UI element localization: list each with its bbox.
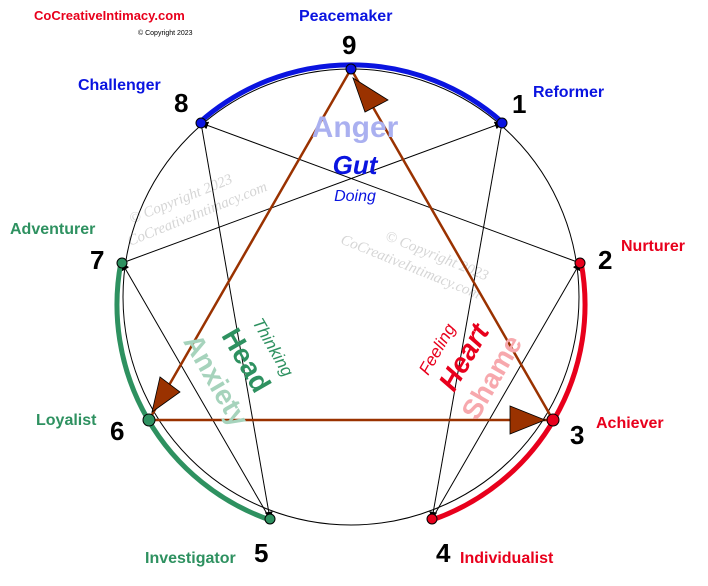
gut-mode-label: Doing xyxy=(334,188,376,205)
point-7-name: Adventurer xyxy=(10,221,95,238)
gut-center-label: Gut xyxy=(333,150,379,180)
copyright-note: © Copyright 2023 xyxy=(138,30,193,37)
point-5-dot xyxy=(264,513,276,525)
hexad-lines xyxy=(121,121,581,520)
triangle-arrow-toward-3 xyxy=(509,405,547,435)
hexad-line-7-1 xyxy=(121,121,503,264)
point-9-dot xyxy=(345,63,357,75)
gut-emotion-label: Anger xyxy=(312,111,399,144)
point-4-number: 4 xyxy=(436,538,451,568)
point-3-number: 3 xyxy=(570,420,584,450)
watermark-right: © Copyright 2023 CoCreativeIntimacy.com xyxy=(338,228,490,302)
point-9-number: 9 xyxy=(342,30,356,60)
point-8-dot xyxy=(195,117,207,129)
point-1-number: 1 xyxy=(512,89,526,119)
point-numbers: 9 1 2 3 4 5 6 7 8 xyxy=(90,30,612,568)
point-6-name: Loyalist xyxy=(36,412,97,429)
point-1-name: Reformer xyxy=(533,84,604,101)
triangle-arrow-toward-9 xyxy=(352,77,389,113)
triangle-line-9-3 xyxy=(349,68,555,421)
point-8-name: Challenger xyxy=(78,77,161,94)
point-4-name: Individualist xyxy=(460,550,554,567)
point-dots xyxy=(116,63,586,525)
point-2-dot xyxy=(574,257,586,269)
point-9-name: Peacemaker xyxy=(299,8,392,25)
triangle-arrow-toward-6 xyxy=(151,376,181,413)
head-center-labels: Anxiety Head Thinking xyxy=(178,315,298,432)
point-7-number: 7 xyxy=(90,245,104,275)
point-7-dot xyxy=(116,257,128,269)
point-names: Peacemaker Reformer Nurturer Achiever In… xyxy=(10,8,685,567)
point-4-dot xyxy=(426,513,438,525)
inner-triangle xyxy=(147,68,555,422)
point-5-number: 5 xyxy=(254,538,268,568)
point-8-number: 8 xyxy=(174,88,188,118)
hexad-line-8-5 xyxy=(200,122,273,520)
site-title: CoCreativeIntimacy.com xyxy=(34,8,185,23)
point-3-name: Achiever xyxy=(596,415,664,432)
gut-center-labels: Anger Gut Doing xyxy=(312,111,399,205)
point-6-dot xyxy=(142,413,156,427)
point-1-dot xyxy=(496,117,508,129)
triangle-line-6-9 xyxy=(147,68,353,421)
point-3-dot xyxy=(546,413,560,427)
hexad-line-5-7 xyxy=(121,262,271,520)
point-6-number: 6 xyxy=(110,416,124,446)
point-2-number: 2 xyxy=(598,245,612,275)
hexad-line-4-2 xyxy=(431,262,581,520)
triangle-arrowheads xyxy=(151,77,547,435)
hexad-line-1-4 xyxy=(429,122,503,520)
hexad-line-2-8 xyxy=(200,121,581,264)
point-5-name: Investigator xyxy=(145,550,236,567)
point-2-name: Nurturer xyxy=(621,238,685,255)
